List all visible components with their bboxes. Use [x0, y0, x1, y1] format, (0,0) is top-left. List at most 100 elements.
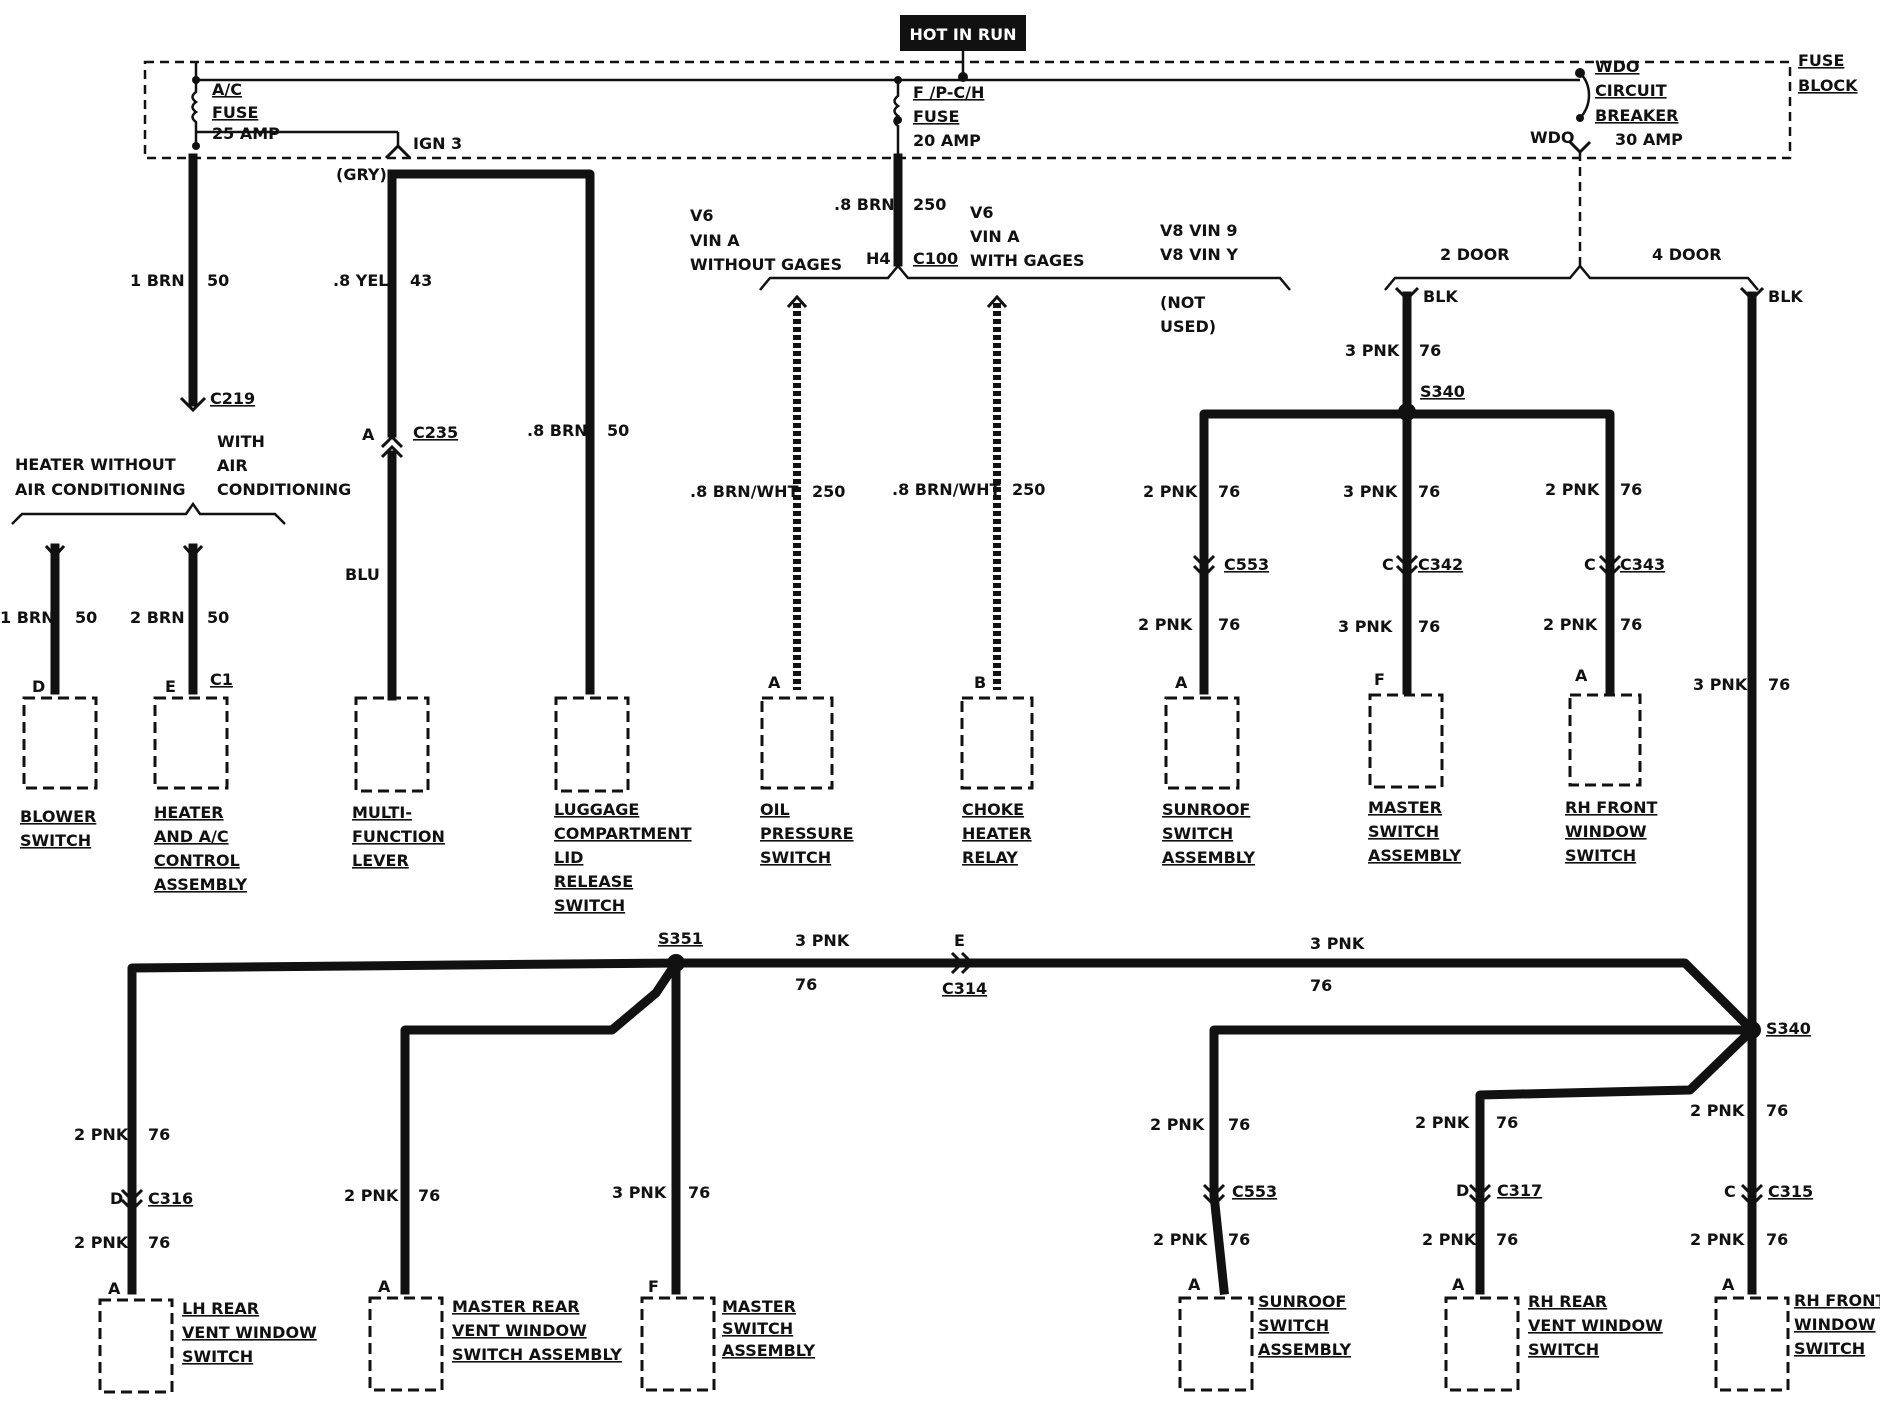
- c219-label: C219: [210, 389, 255, 408]
- blower-connector-top: [44, 544, 66, 559]
- hot-in-run-label-box: [900, 15, 1026, 51]
- heater-option-bracket: [11, 501, 286, 525]
- svg-text:MASTER: MASTER: [722, 1297, 796, 1316]
- rh-front-window-switch-bottom: A RH FRONT WINDOW SWITCH: [1714, 1275, 1880, 1392]
- svg-text:CHOKE: CHOKE: [962, 800, 1024, 819]
- wire-label: 76: [1768, 675, 1790, 694]
- svg-text:SWITCH: SWITCH: [1258, 1316, 1329, 1335]
- fpch-fuse-label: FUSE: [913, 107, 959, 126]
- svg-text:ASSEMBLY: ASSEMBLY: [1258, 1340, 1351, 1359]
- wire-label: 2 PNK: [1422, 1230, 1477, 1249]
- s340-to-sunroof: [1209, 1025, 1757, 1295]
- bus-to-lh-rear: [127, 958, 681, 1295]
- wire-label: .8 BRN/WHT: [690, 482, 799, 501]
- wire-label: 76: [795, 975, 817, 994]
- c314-connector: [950, 951, 975, 975]
- c316-connector: [120, 1188, 144, 1213]
- svg-text:RELEASE: RELEASE: [554, 872, 633, 891]
- wire-label: 3 PNK: [612, 1183, 667, 1202]
- fpch-fuse-rating: 20 AMP: [913, 131, 981, 150]
- wire-label: 2 PNK: [1138, 615, 1193, 634]
- svg-text:MASTER: MASTER: [1368, 798, 1442, 817]
- option-label: VIN A: [970, 227, 1020, 246]
- wire-label: 2 PNK: [1143, 482, 1198, 501]
- blower-switch: D BLOWER SWITCH: [20, 677, 98, 850]
- wire-label: 2 PNK: [1690, 1101, 1745, 1120]
- oil-connector-top: [786, 294, 808, 309]
- oil-pressure-switch: A OIL PRESSURE SWITCH: [760, 673, 854, 867]
- wire-label: 43: [410, 271, 432, 290]
- pin-label: F: [648, 1277, 659, 1296]
- svg-text:COMPARTMENT: COMPARTMENT: [554, 824, 692, 843]
- svg-text:VENT WINDOW: VENT WINDOW: [452, 1321, 587, 1340]
- heater-connector-top: [182, 544, 204, 559]
- svg-text:SWITCH ASSEMBLY: SWITCH ASSEMBLY: [452, 1345, 622, 1364]
- bus-s351-s340: [671, 958, 1759, 1037]
- four-door-label: 4 DOOR: [1652, 245, 1722, 264]
- svg-text:SWITCH: SWITCH: [1162, 824, 1233, 843]
- svg-text:WINDOW: WINDOW: [1794, 1315, 1876, 1334]
- svg-text:MASTER REAR: MASTER REAR: [452, 1297, 580, 1316]
- wdo-pin-label: WDO: [1530, 128, 1575, 147]
- svg-text:ASSEMBLY: ASSEMBLY: [154, 875, 247, 894]
- heater-group-label: WITH: [217, 432, 265, 451]
- svg-text:VENT WINDOW: VENT WINDOW: [182, 1323, 317, 1342]
- door-option-bracket: [1384, 264, 1759, 291]
- wire-label: 250: [1012, 480, 1045, 499]
- svg-text:ASSEMBLY: ASSEMBLY: [722, 1341, 815, 1360]
- wire-label: 2 PNK: [1153, 1230, 1208, 1249]
- wire-label: 76: [148, 1233, 170, 1252]
- svg-text:SUNROOF: SUNROOF: [1258, 1292, 1346, 1311]
- option-label: VIN A: [690, 231, 740, 250]
- pin-label: C: [1584, 555, 1596, 574]
- wire-label: 3 PNK: [1345, 341, 1400, 360]
- wdo-breaker-label: CIRCUIT: [1595, 81, 1667, 100]
- wire-label: 1 BRN: [0, 608, 55, 627]
- svg-text:SWITCH: SWITCH: [1565, 846, 1636, 865]
- c553-connector: [1192, 554, 1216, 579]
- wire-label: 76: [148, 1125, 170, 1144]
- option-label: V8 VIN 9: [1160, 221, 1238, 240]
- pin-label: A: [768, 673, 781, 692]
- pin-label: A: [1188, 1275, 1201, 1294]
- option-label: WITH GAGES: [970, 251, 1085, 270]
- svg-text:LH REAR: LH REAR: [182, 1299, 259, 1318]
- c553-label: C553: [1232, 1182, 1277, 1201]
- wire-label: 2 PNK: [1690, 1230, 1745, 1249]
- svg-text:SWITCH: SWITCH: [760, 848, 831, 867]
- option-label: WITHOUT GAGES: [690, 255, 842, 274]
- option-label: V6: [690, 206, 714, 225]
- fuse-block-label: BLOCK: [1798, 76, 1858, 95]
- wire-label: 76: [1310, 976, 1332, 995]
- wire-label: 76: [1218, 615, 1240, 634]
- rh-rear-vent-window-switch: A RH REAR VENT WINDOW SWITCH: [1444, 1275, 1663, 1392]
- c315-connector: [1740, 1183, 1764, 1208]
- svg-text:WINDOW: WINDOW: [1565, 822, 1647, 841]
- wire-label: 50: [207, 271, 229, 290]
- c314-label: C314: [942, 979, 987, 998]
- svg-text:AND A/C: AND A/C: [154, 827, 229, 846]
- pin-label: D: [32, 677, 45, 696]
- wire-8brn-50: [393, 169, 595, 695]
- c315-label: C315: [1768, 1182, 1813, 1201]
- fuse-terminal: [1576, 114, 1584, 122]
- wire-label: 250: [812, 482, 845, 501]
- wire-label: .8 BRN: [834, 195, 895, 214]
- svg-text:CONTROL: CONTROL: [154, 851, 240, 870]
- wdo-breaker-label: BREAKER: [1595, 106, 1678, 125]
- hot-in-run-label: HOT IN RUN: [909, 25, 1016, 44]
- wire-label: 76: [1620, 615, 1642, 634]
- svg-text:RH FRONT: RH FRONT: [1794, 1291, 1880, 1310]
- wdo-terminal: [1568, 140, 1592, 155]
- c317-label: C317: [1497, 1181, 1542, 1200]
- svg-text:ASSEMBLY: ASSEMBLY: [1162, 848, 1255, 867]
- h4-label: H4: [866, 249, 891, 268]
- svg-text:ASSEMBLY: ASSEMBLY: [1368, 846, 1461, 865]
- c235-label: C235: [413, 423, 458, 442]
- c553-label: C553: [1224, 555, 1269, 574]
- fpch-fuse-label: F /P-C/H: [913, 83, 984, 102]
- svg-text:SWITCH: SWITCH: [1794, 1339, 1865, 1358]
- wdo-breaker-symbol: [1579, 72, 1591, 119]
- c343-connector: [1598, 554, 1622, 579]
- gry-label: (GRY): [336, 165, 387, 184]
